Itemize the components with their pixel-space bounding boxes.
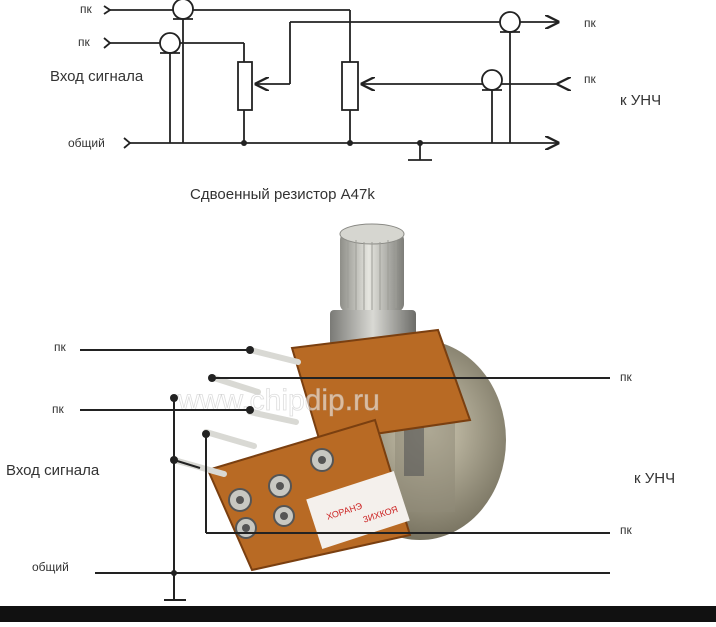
top-schematic [103,0,558,161]
label-pk-1: пк [80,2,92,16]
shield-connectors-output [481,11,521,143]
bottom-black-bar [0,606,716,622]
shield-connectors-input [159,0,194,143]
label-out-pk-2: пк [584,72,596,86]
label-pk-2: пк [78,35,90,49]
label-bottom-pk-2: пк [52,402,64,416]
upper-board [290,328,472,444]
board-sticker [306,471,410,549]
wire-input-tap [173,459,201,469]
diagram-caption: Сдвоенный резистор A47k [190,186,375,203]
label-signal-input: Вход сигнала [50,68,144,85]
label-bottom-common: общий [32,560,69,574]
input-wire-pk1 [103,5,351,62]
potentiometer-illustration: ХОРАНЭ 3ИХКОЯ www.chipdip.ru [171,223,506,572]
label-to-amplifier: к УНЧ [620,92,662,109]
label-out-pk-1: пк [584,16,596,30]
label-bottom-pk-right-2: пк [620,523,632,537]
bottom-junctions [170,346,254,576]
bottom-wiring [80,346,610,601]
junction-dots [241,140,423,146]
watermark: www.chipdip.ru [177,384,380,417]
label-bottom-pk-right-1: пк [620,370,632,384]
shaft-knurling [347,240,397,310]
label-bottom-to-amplifier: к УНЧ [634,470,676,487]
label-common: общий [68,136,105,150]
label-bottom-pk-1: пк [54,340,66,354]
common-bus [123,138,558,161]
resistor-2 [341,61,558,143]
label-bottom-signal-input: Вход сигнала [6,462,100,479]
